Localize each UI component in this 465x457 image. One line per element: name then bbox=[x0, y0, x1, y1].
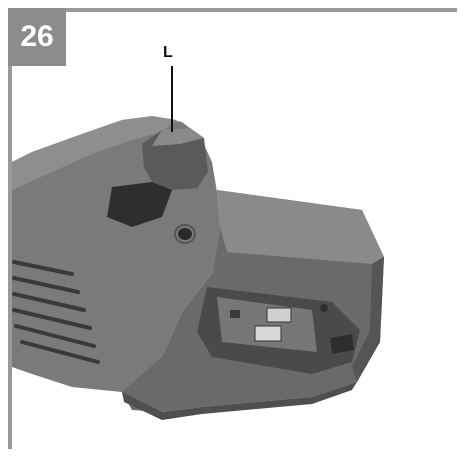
battery-terminal-2 bbox=[254, 325, 282, 342]
battery-side-face bbox=[352, 257, 384, 382]
frame-left-border bbox=[8, 8, 12, 449]
contact-plate bbox=[217, 297, 317, 352]
frame-top-border bbox=[8, 8, 457, 12]
battery-screw bbox=[320, 304, 328, 312]
vent-slots bbox=[12, 260, 100, 364]
tool-battery-illustration bbox=[12, 116, 384, 420]
battery-release-latch-top bbox=[152, 128, 204, 146]
side-slot bbox=[330, 334, 354, 354]
battery-terminal-1 bbox=[266, 307, 292, 323]
battery-terminal-3 bbox=[230, 310, 240, 318]
tool-housing-highlight bbox=[12, 116, 177, 190]
battery-top-face bbox=[217, 190, 384, 264]
callout-label-l: L bbox=[163, 44, 173, 61]
figure-number-badge: 26 bbox=[8, 8, 66, 66]
battery-bottom-edge bbox=[122, 382, 357, 420]
screw-hole-ring bbox=[174, 224, 196, 244]
callout-leader-line bbox=[171, 66, 173, 132]
screw-hole bbox=[178, 228, 192, 240]
latch-shadow bbox=[107, 182, 172, 227]
